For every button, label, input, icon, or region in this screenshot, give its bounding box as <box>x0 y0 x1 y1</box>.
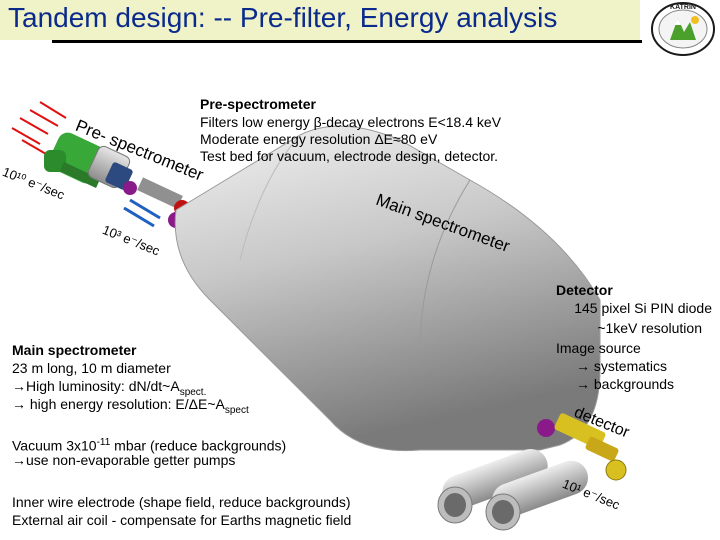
detector-line-5: → backgrounds <box>576 376 675 392</box>
vacuum-line-2: →use non-evaporable getter pumps <box>12 452 236 468</box>
vacuum-line-1: Vacuum 3x10-11 mbar (reduce backgrounds) <box>12 437 287 454</box>
svg-text:KATRIN: KATRIN <box>670 4 696 11</box>
electrode-line-1: Inner wire electrode (shape field, reduc… <box>12 494 351 510</box>
detector-line-3: Image source <box>556 340 641 356</box>
pre-spectrometer-heading: Pre-spectrometer <box>200 96 316 112</box>
detector-heading: Detector <box>556 282 613 298</box>
detector-line-4: → systematics <box>576 358 668 374</box>
mid-electron-arrows <box>123 198 161 228</box>
title-underline <box>52 40 642 43</box>
slide-title: Tandem design: -- Pre-filter, Energy ana… <box>8 2 558 33</box>
main-spectrometer-line-1: 23 m long, 10 m diameter <box>12 360 171 376</box>
pre-spectrometer-line-3: Test bed for vacuum, electrode design, d… <box>200 148 499 164</box>
main-spectrometer-line-3: → high energy resolution: E/ΔE~Aspect <box>12 396 249 416</box>
title-bar <box>0 0 640 40</box>
detector-line-2: ~1keV resolution <box>597 320 702 336</box>
exit-pipes <box>437 449 589 531</box>
detector-section <box>537 413 627 481</box>
detector-line-1: 145 pixel Si PIN diode <box>574 300 712 316</box>
main-spectrometer-line-2: →High luminosity: dN/dt~Aspect. <box>12 378 207 398</box>
main-spectrometer-heading: Main spectrometer <box>12 342 137 358</box>
katrin-logo: KATRIN <box>651 2 715 56</box>
main-spectrometer-vessel <box>174 125 601 452</box>
pre-spectrometer-line-2: Moderate energy resolution ΔE≈80 eV <box>200 131 438 147</box>
electrode-line-2: External air coil - compensate for Earth… <box>12 512 352 528</box>
pre-spectrometer-line-1: Filters low energy β-decay electrons E<1… <box>200 114 502 130</box>
incoming-electron-arrows <box>11 101 67 155</box>
pre-spectrometer-vessel <box>87 145 137 195</box>
